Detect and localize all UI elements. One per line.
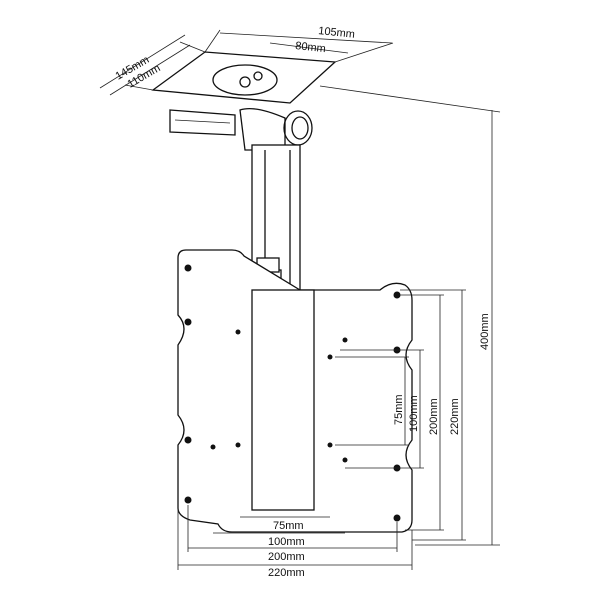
label-v-200mm: 200mm xyxy=(428,398,440,435)
label-h-200mm: 200mm xyxy=(268,551,305,563)
label-h-220mm: 220mm xyxy=(268,567,305,579)
label-v-75mm: 75mm xyxy=(393,394,405,425)
label-80mm: 80mm xyxy=(295,40,327,55)
ceiling-plate xyxy=(151,51,337,151)
label-105mm: 105mm xyxy=(318,25,356,41)
label-h-75mm: 75mm xyxy=(273,520,304,532)
vesa-plate xyxy=(177,249,413,533)
label-400mm: 400mm xyxy=(479,313,491,350)
dimension-lines xyxy=(99,29,501,570)
label-v-100mm: 100mm xyxy=(408,395,420,432)
label-h-100mm: 100mm xyxy=(268,536,305,548)
label-v-220mm: 220mm xyxy=(449,398,461,435)
